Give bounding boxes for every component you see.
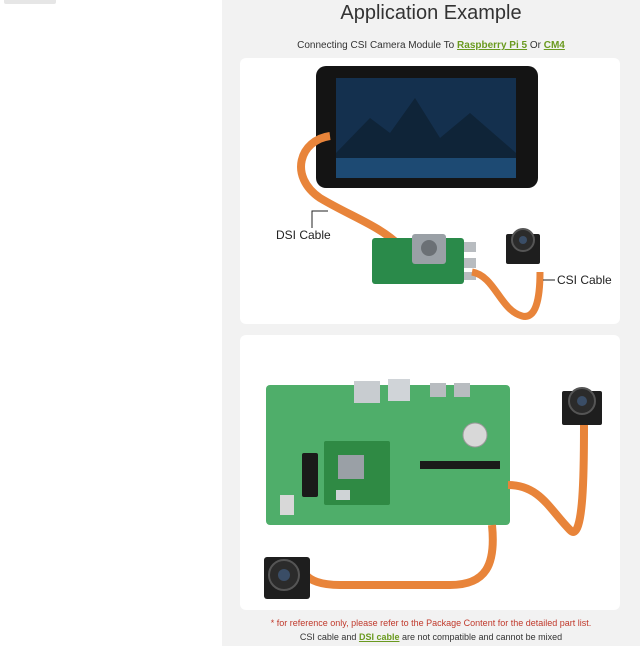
- gpio-header: [420, 461, 500, 469]
- subtitle-or: Or: [527, 40, 544, 51]
- compat-prefix: CSI cable and: [299, 632, 359, 642]
- figure-pi5-illustration: DSI Cable CSI Cable: [276, 66, 612, 320]
- pi5-ethernet: [464, 272, 476, 280]
- camera-lower-glass: [278, 569, 290, 581]
- left-tab[interactable]: [4, 0, 56, 4]
- dsi-cable-label: DSI Cable: [276, 228, 331, 242]
- cm4-chip: [336, 490, 350, 500]
- raspberry-pi-5-link[interactable]: Raspberry Pi 5: [457, 40, 528, 51]
- reference-note: * for reference only, please refer to th…: [270, 618, 592, 628]
- figure-cm4-illustration: [264, 379, 602, 599]
- power-jack: [280, 495, 294, 515]
- section-title: Application Example: [340, 2, 522, 24]
- left-pane: [0, 0, 222, 646]
- figure-pi5-display: DSI Cable CSI Cable: [240, 58, 620, 324]
- csi-cable-label: CSI Cable: [557, 273, 612, 287]
- compatibility-note: CSI cable and DSI cable are not compatib…: [222, 632, 640, 642]
- dsi-ribbon: [297, 132, 403, 249]
- csi-ribbon-upper: [507, 424, 588, 536]
- ethernet-port: [388, 379, 410, 401]
- csi-ribbon: [470, 268, 544, 320]
- csi-ribbon-lower: [302, 524, 497, 589]
- camera-lens-glass: [519, 236, 527, 244]
- compat-suffix: are not compatible and cannot be mixed: [399, 632, 563, 642]
- usb-port: [354, 381, 380, 403]
- cm4-link[interactable]: CM4: [543, 40, 565, 51]
- figure-cm4-board: [240, 335, 620, 610]
- m2-slot: [302, 453, 318, 497]
- screen-water: [336, 158, 516, 178]
- dsi-label-line: [311, 210, 328, 228]
- hdmi-port-2: [454, 383, 470, 397]
- cm4-soc: [338, 455, 364, 479]
- pi5-usb-2: [464, 258, 476, 268]
- dsi-cable-link[interactable]: DSI cable: [358, 632, 400, 642]
- pi5-usb-1: [464, 242, 476, 252]
- camera-upper-glass: [577, 396, 587, 406]
- subtitle-prefix: Connecting CSI Camera Module To: [297, 40, 458, 51]
- pi5-fan: [421, 240, 437, 256]
- main-pane: Application Example Connecting CSI Camer…: [222, 0, 640, 646]
- hdmi-port-1: [430, 383, 446, 397]
- section-subtitle: Connecting CSI Camera Module To Raspberr…: [222, 40, 640, 51]
- battery-holder: [462, 422, 488, 448]
